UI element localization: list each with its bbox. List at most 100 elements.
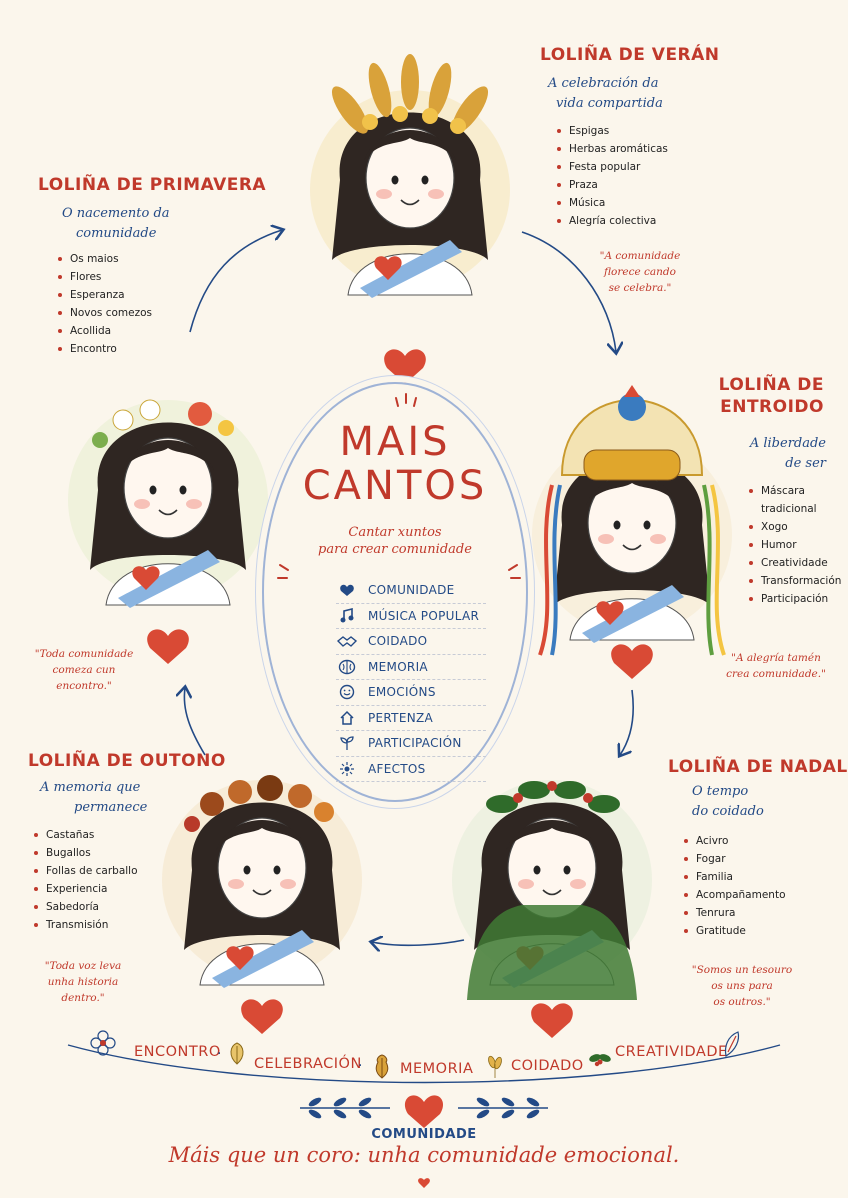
subtitle-line: O nacemento da xyxy=(62,206,170,221)
value-item: PERTENZA xyxy=(336,706,486,731)
subtitle-line-2: para crear comunidade xyxy=(318,542,472,557)
list-item: Os maios xyxy=(58,250,152,268)
smile-icon xyxy=(336,684,358,700)
title-line-2: CANTOS xyxy=(302,463,488,509)
quote-line: "Toda comunidade xyxy=(34,648,134,660)
season-title-nadal: LOLIÑA DE NADAL xyxy=(668,757,848,777)
quote-line: "A comunidade xyxy=(599,250,681,262)
list-item: Encontro xyxy=(58,340,152,358)
quote-line: os outros." xyxy=(713,996,771,1008)
house-icon xyxy=(336,710,358,726)
list-item: Espigas xyxy=(557,122,668,140)
quote-line: comeza cun xyxy=(52,664,116,676)
value-label: PARTICIPACIÓN xyxy=(368,736,462,751)
bottom-word-memoria: MEMORIA xyxy=(400,1061,474,1077)
list-item: Fogar xyxy=(684,850,786,868)
list-item: Acompañamento xyxy=(684,886,786,904)
title-line: LOLIÑA DE xyxy=(718,375,824,395)
list-item: Tenrura xyxy=(684,904,786,922)
quote-line: unha historia xyxy=(47,976,119,988)
value-item: MEMORIA xyxy=(336,655,486,680)
bottom-word-encontro: ENCONTRO xyxy=(134,1044,221,1060)
season-title-veran: LOLIÑA DE VERÁN xyxy=(540,45,720,65)
feather-mask-icon xyxy=(720,1030,744,1062)
quote-line: os uns para xyxy=(711,980,773,992)
season-list-veran: Espigas Herbas aromáticas Festa popular … xyxy=(557,122,668,230)
sprout-icon xyxy=(336,735,358,751)
footer-motto: Máis que un coro: unha comunidade emocio… xyxy=(168,1143,680,1167)
portrait-outono xyxy=(162,775,362,1034)
list-item: Novos comezos xyxy=(58,304,152,322)
quote-line: "Toda voz leva xyxy=(44,960,122,972)
season-list-primavera: Os maios Flores Esperanza Novos comezos … xyxy=(58,250,152,358)
season-subtitle-primavera: O nacemento da comunidade xyxy=(62,204,170,244)
season-subtitle-veran: A celebración da vida compartida xyxy=(548,74,663,114)
quote-nadal: "Somos un tesouro os uns para os outros.… xyxy=(678,962,806,1010)
value-label: MÚSICA POPULAR xyxy=(368,608,480,623)
subtitle-line: de ser xyxy=(785,456,826,471)
center-oval-frame xyxy=(262,382,528,802)
flower-icon xyxy=(90,1030,116,1060)
value-item: EMOCIÓNS xyxy=(336,680,486,706)
value-item: AFECTOS xyxy=(336,757,486,782)
list-item: Familia xyxy=(684,868,786,886)
season-title-entroido: LOLIÑA DE ENTROIDO xyxy=(712,374,824,418)
list-item: Follas de carballo xyxy=(34,862,138,880)
quote-line: dentro." xyxy=(61,992,105,1004)
title-line: ENTROIDO xyxy=(720,397,824,417)
title-line-1: MAIS xyxy=(339,419,451,465)
list-item: Participación xyxy=(749,590,841,608)
list-item: Alegría colectiva xyxy=(557,212,668,230)
quote-entroido: "A alegría tamén crea comunidade." xyxy=(718,650,834,682)
season-list-entroido: Máscara tradicional Xogo Humor Creativid… xyxy=(749,482,841,608)
season-list-outono: Castañas Bugallos Follas de carballo Exp… xyxy=(34,826,138,934)
quote-outono: "Toda voz leva unha historia dentro." xyxy=(28,958,138,1006)
heart-icon xyxy=(336,583,358,597)
season-title-outono: LOLIÑA DE OUTONO xyxy=(28,751,226,771)
list-item: Música xyxy=(557,194,668,212)
holly-icon xyxy=(588,1048,612,1074)
list-item: Acollida xyxy=(58,322,152,340)
oak-leaf-icon xyxy=(372,1054,392,1084)
page-title: MAIS CANTOS xyxy=(290,420,500,508)
subtitle-line: A liberdade xyxy=(749,436,826,451)
subtitle-line: O tempo xyxy=(692,784,749,799)
value-item: COMUNIDADE xyxy=(336,578,486,604)
list-item: Humor xyxy=(749,536,841,554)
sparkle-icon xyxy=(336,761,358,777)
list-item: Festa popular xyxy=(557,158,668,176)
list-item: Bugallos xyxy=(34,844,138,862)
footer-label: COMUNIDADE xyxy=(371,1127,477,1142)
list-item: Herbas aromáticas xyxy=(557,140,668,158)
list-item: Praza xyxy=(557,176,668,194)
list-item: Gratitude xyxy=(684,922,786,940)
subtitle-line: permanece xyxy=(74,800,148,815)
season-title-primavera: LOLIÑA DE PRIMAVERA xyxy=(38,175,267,195)
wheat-icon xyxy=(484,1054,506,1084)
leaf-icon xyxy=(228,1042,246,1070)
subtitle-line: A celebración da xyxy=(548,76,659,91)
value-label: COIDADO xyxy=(368,634,428,649)
season-subtitle-outono: A memoria que permanece xyxy=(40,778,147,818)
portrait-entroido xyxy=(532,385,732,679)
list-item: Experiencia xyxy=(34,880,138,898)
season-subtitle-entroido: A liberdade de ser xyxy=(730,434,826,474)
bottom-word-celebracion: CELEBRACIÓN xyxy=(254,1056,362,1072)
quote-line: crea comunidade." xyxy=(726,668,826,680)
list-item: Creatividade xyxy=(749,554,841,572)
quote-line: encontro." xyxy=(56,680,112,692)
subtitle-line: do coidado xyxy=(692,804,764,819)
subtitle-line-1: Cantar xuntos xyxy=(348,525,442,540)
page-subtitle: Cantar xuntos para crear comunidade xyxy=(290,524,500,558)
brain-icon xyxy=(336,659,358,675)
list-item: Sabedoría xyxy=(34,898,138,916)
season-subtitle-nadal: O tempo do coidado xyxy=(692,782,764,822)
subtitle-line: comunidade xyxy=(76,226,157,241)
values-list: COMUNIDADE MÚSICA POPULAR COIDADO MEMORI… xyxy=(336,578,486,782)
quote-line: se celebra." xyxy=(608,282,672,294)
list-item: Xogo xyxy=(749,518,841,536)
quote-line: "A alegría tamén xyxy=(731,652,821,664)
list-item: Esperanza xyxy=(58,286,152,304)
list-item: tradicional xyxy=(761,503,817,515)
